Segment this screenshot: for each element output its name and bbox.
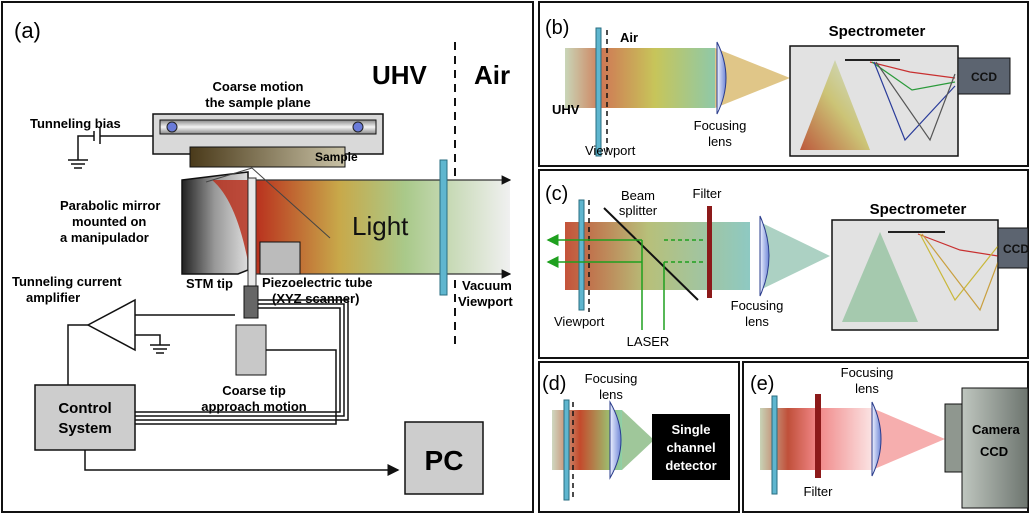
filter-label-e: Filter — [804, 484, 834, 499]
viewport-label-b: Viewport — [585, 143, 636, 158]
stm-tip — [247, 177, 257, 289]
focusing-label-b-1: Focusing — [694, 118, 747, 133]
camera-label-2: CCD — [980, 444, 1008, 459]
air-label-b: Air — [620, 30, 638, 45]
pc-label: PC — [425, 445, 464, 476]
screw-icon — [166, 121, 178, 133]
viewport-b — [595, 27, 602, 157]
spectrometer-label-b: Spectrometer — [829, 23, 926, 40]
focusing-label-d-1: Focusing — [585, 371, 638, 386]
screw-icon — [352, 121, 364, 133]
viewport-label-c: Viewport — [554, 314, 605, 329]
light-label: Light — [352, 211, 409, 241]
beam-c — [565, 222, 750, 290]
control-system-box — [34, 384, 136, 451]
ccd-box-b — [957, 57, 1011, 95]
laser-label: LASER — [627, 334, 670, 349]
tunneling-current-label-1: Tunneling current — [12, 274, 122, 289]
parabolic-label-3: a manipulador — [60, 230, 149, 245]
panel-d: (d) Focusing lens Single channel detecto… — [538, 361, 740, 513]
air-label: Air — [474, 60, 510, 90]
ccd-label-c: CCD — [1003, 242, 1029, 256]
coarse-tip-motor — [235, 324, 267, 376]
focusing-label-e-2: lens — [855, 381, 879, 396]
panel-a: (a) UHV Air Coarse motion the sample pla… — [1, 1, 534, 513]
panel-d-letter: (d) — [542, 373, 566, 395]
focusing-label-c-2: lens — [745, 314, 769, 329]
uhv-label: UHV — [372, 60, 428, 90]
control-label-1: Control — [58, 400, 111, 417]
filter-e — [815, 394, 821, 478]
camera-label-1: Camera — [972, 422, 1020, 437]
viewport-c — [578, 199, 585, 311]
focusing-label-e-1: Focusing — [841, 365, 894, 380]
vacuum-label-1: Vacuum — [462, 278, 512, 293]
coarse-tip-label-1: Coarse tip — [222, 383, 286, 398]
focusing-label-d-2: lens — [599, 387, 623, 402]
lens-e — [871, 401, 882, 477]
ccd-label-b: CCD — [971, 70, 997, 84]
beam-b — [565, 48, 715, 108]
focusing-label-b-2: lens — [708, 134, 732, 149]
beam-splitter — [603, 207, 699, 301]
panel-e: (e) Filter Focusing lens Camera CCD — [742, 361, 1029, 513]
laser-paths — [546, 234, 704, 330]
vacuum-label-2: Viewport — [458, 294, 513, 309]
viewport-d — [563, 399, 570, 501]
beam-label-2: splitter — [619, 203, 658, 218]
spectrometer-label-c: Spectrometer — [870, 201, 967, 218]
stm-tip-label: STM tip — [186, 276, 233, 291]
panel-c: (c) Viewport Beam splitter Filter LASER … — [538, 169, 1029, 359]
ccd-box-c — [997, 227, 1029, 269]
piezo-tube — [243, 285, 259, 319]
detector-label-3: detector — [665, 458, 716, 473]
beam-label-1: Beam — [621, 188, 655, 203]
detector-label-1: Single — [671, 422, 710, 437]
ground-bias — [68, 128, 153, 169]
lens-c — [759, 215, 770, 297]
lens-d — [609, 400, 622, 480]
panel-a-letter: (a) — [14, 18, 41, 43]
tunneling-bias-label: Tunneling bias — [30, 116, 121, 131]
coarse-motion-label-1: Coarse motion — [212, 79, 303, 94]
sample-stage: Sample — [152, 113, 384, 168]
panel-b-letter: (b) — [545, 17, 569, 39]
coarse-tip-label-2: approach motion — [201, 399, 307, 414]
tunneling-current-label-2: amplifier — [26, 290, 80, 305]
detector-label-2: channel — [666, 440, 715, 455]
control-label-2: System — [58, 420, 111, 437]
camera-body — [961, 387, 1029, 509]
uhv-label-b: UHV — [552, 102, 580, 117]
viewport-e — [771, 395, 778, 495]
vacuum-viewport — [439, 159, 448, 296]
piezo-label-2: (XYZ scanner) — [272, 291, 359, 306]
filter-label-c: Filter — [693, 186, 723, 201]
lens-b — [716, 41, 727, 115]
filter-c — [707, 206, 712, 298]
parabolic-label-2: mounted on — [72, 214, 146, 229]
coarse-motion-label-2: the sample plane — [205, 95, 310, 110]
panel-b: (b) Air UHV Viewport Focusing lens Spect… — [538, 1, 1029, 167]
control-cables — [135, 299, 349, 425]
focusing-label-c-1: Focusing — [731, 298, 784, 313]
detector-box — [652, 414, 730, 480]
piezo-label-1: Piezoelectric tube — [262, 275, 373, 290]
sample-label: Sample — [315, 150, 358, 164]
panel-c-letter: (c) — [545, 183, 568, 205]
panel-e-letter: (e) — [750, 373, 774, 395]
parabolic-label-1: Parabolic mirror — [60, 198, 160, 213]
pc-box — [404, 421, 484, 495]
amplifier-icon — [86, 298, 136, 352]
